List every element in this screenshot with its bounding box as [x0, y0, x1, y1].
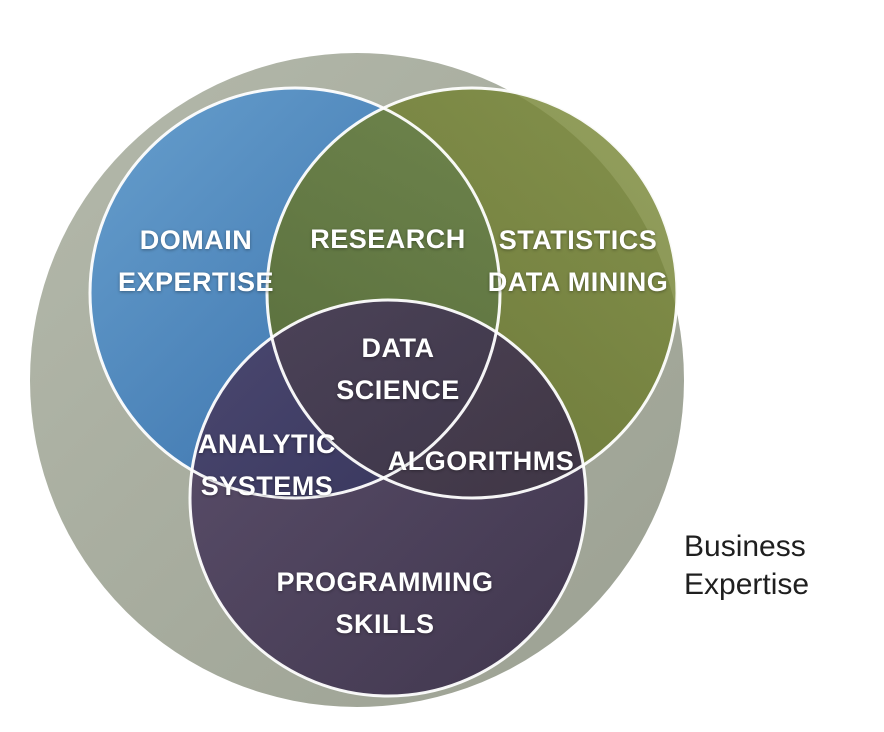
label-business-expertise: Business Expertise	[684, 530, 810, 602]
domain-circle-outline	[88, 86, 502, 500]
programming-circle-outline	[188, 298, 588, 698]
statistics-circle-outline	[265, 86, 679, 500]
programming-skills-circle	[190, 300, 586, 696]
